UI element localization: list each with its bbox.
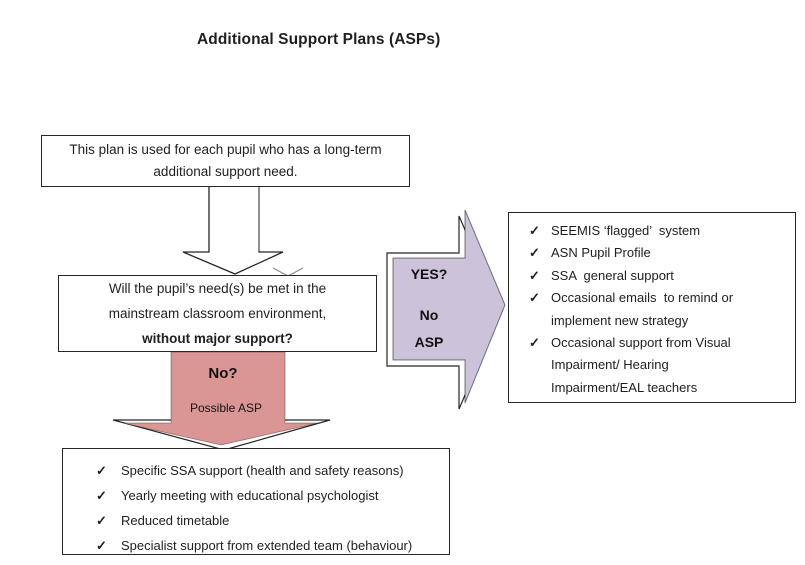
list-item: ✓ Specific SSA support (health and safet… (96, 458, 441, 483)
check-icon: ✓ (96, 488, 107, 503)
list-item: ✓ ASN Pupil Profile (529, 242, 787, 264)
yes-outcomes-box: ✓ SEEMIS ‘flagged’ system ✓ ASN Pupil Pr… (508, 212, 796, 403)
intro-box-text: This plan is used for each pupil who has… (69, 142, 382, 179)
list-item: ✓ Yearly meeting with educational psycho… (96, 483, 441, 508)
no-arrow-possible-asp-label: Possible ASP (189, 401, 263, 415)
yes-arrow-label: YES? (410, 266, 448, 282)
question-box-bold-text: without major support? (142, 331, 293, 346)
list-item-text: Yearly meeting with educational psycholo… (121, 488, 379, 503)
check-icon: ✓ (529, 335, 540, 351)
question-box-text: Will the pupil’s need(s) be met in the m… (108, 281, 327, 321)
list-item-text: Reduced timetable (121, 513, 230, 528)
check-icon: ✓ (96, 513, 107, 528)
list-item-text: Occasional support from Visual Impairmen… (551, 335, 731, 395)
down-arrow-top (182, 185, 304, 277)
list-item: ✓ Reduced timetable (96, 508, 441, 533)
list-item-text: SEEMIS ‘flagged’ system (551, 223, 701, 238)
list-item: ✓ Occasional emails to remind or impleme… (529, 287, 787, 332)
list-item-text: SSA general support (551, 267, 674, 283)
check-icon: ✓ (96, 538, 107, 553)
list-item-text: ASN Pupil Profile (551, 245, 651, 261)
list-item-text: Occasional emails to remind or implement… (551, 290, 734, 328)
list-item: ✓ SEEMIS ‘flagged’ system (529, 220, 787, 242)
list-item: ✓ SSA general support (529, 265, 787, 287)
no-arrow (112, 351, 331, 451)
check-icon: ✓ (529, 267, 540, 283)
check-icon: ✓ (529, 223, 540, 238)
no-arrow-label: No? (208, 365, 238, 382)
page-title: Additional Support Plans (ASPs) (197, 31, 441, 48)
list-item-text: Specialist support from extended team (b… (121, 538, 413, 553)
yes-arrow-asp-label: ASP (414, 334, 444, 350)
question-box: Will the pupil’s need(s) be met in the m… (58, 275, 377, 352)
yes-arrow (386, 209, 506, 410)
no-outcomes-box: ✓ Specific SSA support (health and safet… (62, 448, 450, 555)
check-icon: ✓ (529, 290, 540, 306)
check-icon: ✓ (96, 463, 107, 478)
list-item: ✓ Specialist support from extended team … (96, 533, 441, 558)
check-icon: ✓ (529, 245, 540, 261)
list-item-text: Specific SSA support (health and safety … (121, 463, 404, 478)
list-item: ✓ Occasional support from Visual Impairm… (529, 332, 787, 399)
intro-box: This plan is used for each pupil who has… (41, 135, 410, 187)
yes-arrow-no-label: No (419, 307, 439, 323)
